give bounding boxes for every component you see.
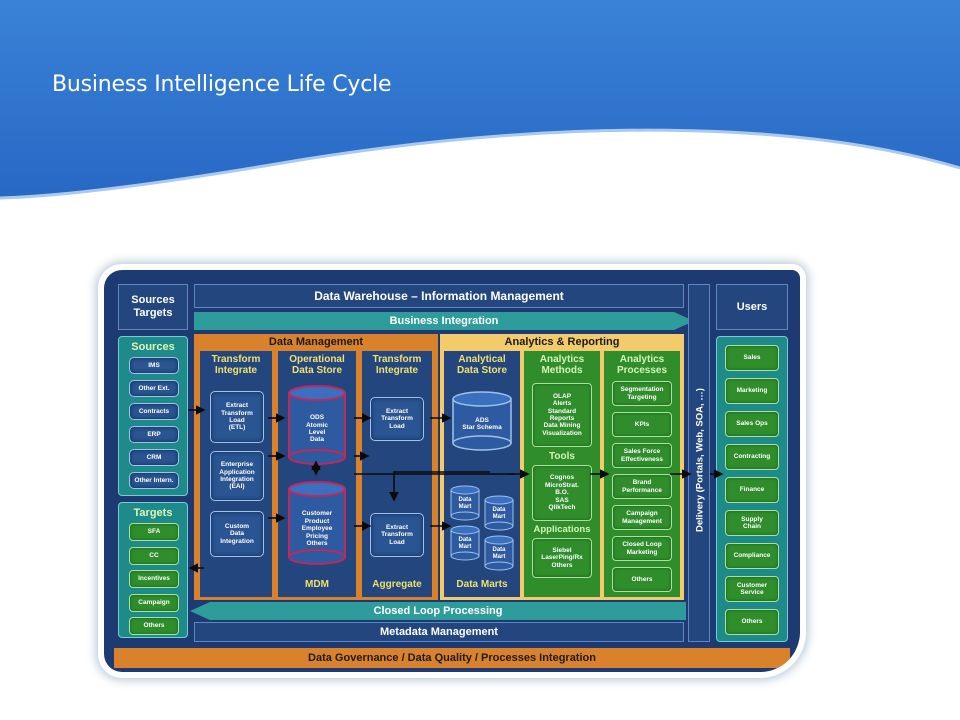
data-management-title: Data Management	[268, 336, 364, 348]
aggregate-label: Aggregate	[372, 579, 422, 590]
applications-box: Siebel LaserPing/Rx Others	[532, 538, 592, 578]
target-item-4: Others	[129, 617, 179, 635]
data-mart-0: Data Mart	[450, 485, 480, 521]
targets-title: Targets	[133, 507, 173, 519]
data-governance-bar: Data Governance / Data Quality / Process…	[114, 648, 790, 668]
operational-data-store-column: Operational Data Store ODS Atomic Level …	[278, 351, 356, 597]
data-mart-2: Data Mart	[450, 525, 480, 561]
source-item-3: ERP	[129, 426, 179, 443]
etl-box-2: Extract Transform Load	[370, 397, 424, 441]
process-item-3: Brand Performance	[612, 474, 672, 499]
data-marts-label: Data Marts	[456, 579, 508, 590]
users-header: Users	[716, 284, 788, 330]
header-banner	[0, 0, 960, 200]
delivery-column: Delivery (Portals, Web, SOA, …)	[688, 284, 710, 642]
source-item-4: CRM	[129, 449, 179, 466]
user-item-4: Finance	[725, 477, 779, 503]
target-item-0: SFA	[129, 523, 179, 541]
source-item-1: Other Ext.	[129, 380, 179, 397]
target-item-3: Campaign	[129, 593, 179, 612]
analytical-data-store-title: Analytical Data Store	[456, 354, 507, 376]
etl-box-3: Extract Transform Load	[370, 513, 424, 557]
transform-integrate-title-2: Transform Integrate	[372, 354, 422, 376]
data-warehouse-bar: Data Warehouse – Information Management	[194, 284, 684, 308]
transform-integrate-column-1: Transform Integrate Extract Transform Lo…	[200, 351, 272, 597]
process-item-4: Campaign Management	[612, 505, 672, 530]
source-item-5: Other Intern.	[129, 472, 179, 489]
process-item-6: Others	[612, 567, 672, 592]
methods-box: OLAP Alerts Standard Reports Data Mining…	[532, 383, 592, 447]
user-item-5: Supply Chain	[725, 510, 779, 536]
bi-lifecycle-diagram: Sources Targets Sources IMS Other Ext. Con…	[104, 270, 800, 672]
ods-cylinder	[288, 385, 346, 465]
delivery-label: Delivery (Portals, Web, SOA, …)	[694, 388, 706, 532]
ods-cylinder-label: ODS Atomic Level Data	[305, 414, 329, 444]
analytics-methods-title: Analytics Methods	[539, 354, 585, 376]
sources-title: Sources	[131, 341, 175, 353]
process-item-2: Sales Force Effectiveness	[612, 443, 672, 468]
target-item-1: CC	[129, 546, 179, 565]
transform-integrate-title-1: Transform Integrate	[211, 354, 261, 376]
data-mart-label-1: Data Mart	[492, 507, 506, 520]
data-mart-label-3: Data Mart	[492, 547, 506, 560]
analytics-processes-title: Analytics Processes	[616, 354, 668, 376]
analytics-reporting-section: Analytics & Reporting Analytical Data St…	[440, 334, 684, 600]
eai-box: Enterprise Application Integration (EAI)	[210, 451, 264, 501]
user-item-6: Compliance	[725, 543, 779, 569]
analytics-reporting-title: Analytics & Reporting	[504, 336, 620, 348]
user-item-8: Others	[725, 609, 779, 635]
closed-loop-processing-bar: Closed Loop Processing	[190, 602, 686, 620]
process-item-5: Closed Loop Marketing	[612, 536, 672, 561]
ads-cylinder	[452, 391, 512, 451]
data-management-section: Data Management Transform Integrate Extr…	[194, 334, 438, 600]
user-item-0: Sales	[725, 345, 779, 371]
metadata-management-bar: Metadata Management	[194, 622, 684, 642]
analytical-data-store-column: Analytical Data Store ADS Star Schema Da…	[444, 351, 520, 597]
tools-title: Tools	[549, 451, 575, 462]
transform-integrate-column-2: Transform Integrate Extract Transform Lo…	[362, 351, 432, 597]
source-item-0: IMS	[129, 357, 179, 374]
data-mart-label-0: Data Mart	[458, 497, 472, 510]
business-integration-bar: Business Integration	[194, 312, 694, 330]
source-item-2: Contracts	[129, 403, 179, 420]
user-item-7: Customer Service	[725, 576, 779, 602]
analytics-processes-column: Analytics Processes Segmentation Targeti…	[604, 351, 680, 597]
custom-integration-box: Custom Data Integration	[210, 511, 264, 557]
process-item-1: KPIs	[612, 412, 672, 437]
data-mart-1: Data Mart	[484, 495, 514, 531]
ods-title: Operational Data Store	[289, 354, 345, 376]
data-mart-label-2: Data Mart	[458, 537, 472, 550]
ads-cylinder-label: ADS Star Schema	[462, 416, 502, 431]
sources-targets-header: Sources Targets	[118, 284, 188, 330]
user-item-2: Sales Ops	[725, 411, 779, 437]
mdm-cylinder-label: Customer Product Employee Pricing Others	[301, 510, 333, 548]
etl-box: Extract Transform Load (ETL)	[210, 391, 264, 443]
slide-title: Business Intelligence Life Cycle	[52, 72, 392, 97]
data-mart-3: Data Mart	[484, 535, 514, 571]
user-item-3: Contracting	[725, 444, 779, 470]
mdm-cylinder	[288, 481, 346, 565]
tools-box: Cognos MicroStrat. B.O. SAS QlikTech	[532, 465, 592, 521]
mdm-label: MDM	[305, 579, 329, 590]
process-item-0: Segmentation Targeting	[612, 381, 672, 406]
applications-title: Applications	[533, 524, 591, 535]
user-item-1: Marketing	[725, 378, 779, 404]
analytics-methods-column: Analytics Methods OLAP Alerts Standard R…	[524, 351, 600, 597]
target-item-2: Incentives	[129, 570, 179, 588]
